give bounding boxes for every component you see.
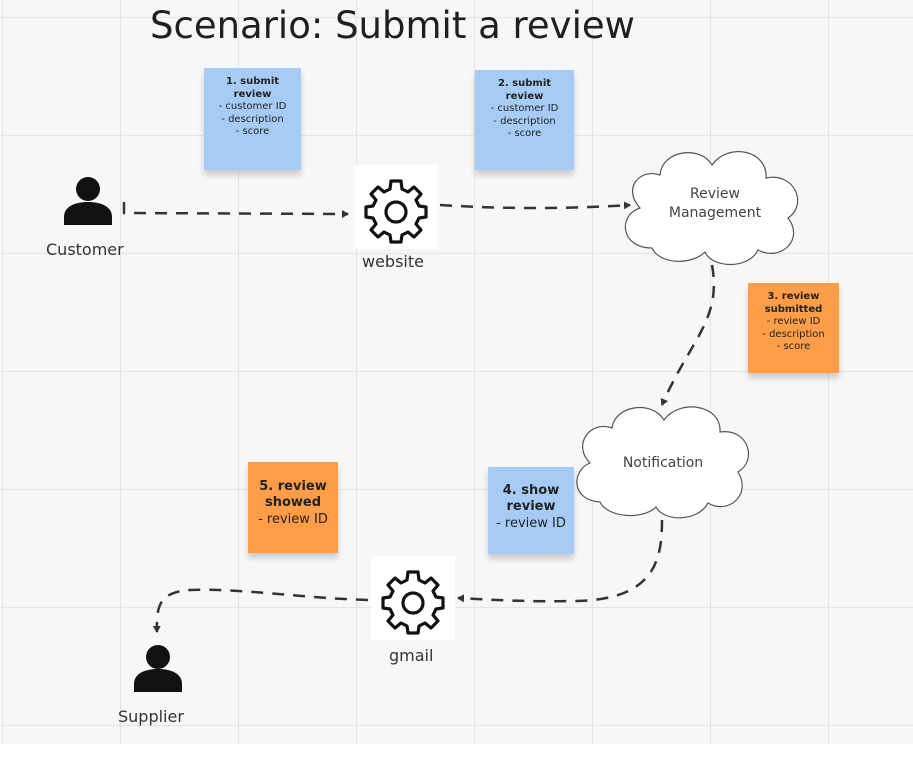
sticky-note-1[interactable]: 1. submit review - customer ID - descrip… [204,68,301,170]
sticky-1-title-line2: review [233,88,272,100]
arrow-website-to-review-management [439,201,631,210]
sticky-2-line: - description [493,115,556,127]
arrow-gmail-to-supplier [152,588,369,633]
website-gear-icon[interactable] [354,165,438,249]
sticky-1-line: - description [221,113,284,125]
website-label: website [362,252,424,271]
sticky-4-title-line2: review [506,499,556,515]
sticky-2-title-line1: 2. submit [497,78,552,89]
sticky-5-line: - review ID [258,511,328,527]
notification-cloud[interactable] [576,406,749,519]
sticky-note-3[interactable]: 3. review submitted - review ID - descri… [748,283,839,373]
gmail-gear-icon[interactable] [371,556,455,640]
sticky-1-line: - score [235,126,270,137]
sticky-4-title-line1: 4. show [502,483,560,498]
sticky-3-title-line2: submitted [764,303,823,315]
review-management-cloud[interactable] [624,150,799,265]
sticky-4-line: - review ID [496,515,566,531]
sticky-3-line: - description [762,328,825,340]
supplier-label: Supplier [118,707,184,726]
sticky-note-5[interactable]: 5. review showed - review ID [248,462,338,553]
arrow-customer-to-website [122,202,349,218]
sticky-2-line: - customer ID [490,103,559,114]
sticky-3-title-line1: 3. review [767,291,820,302]
review-management-label: Review Management [650,185,780,223]
sticky-2-line: - score [507,128,542,139]
sticky-3-line: - score [776,341,811,352]
review-management-label-line2: Management [668,204,762,221]
gmail-label: gmail [389,646,434,665]
sticky-1-line: - customer ID [218,101,287,112]
customer-label: Customer [46,240,124,259]
sticky-3-line: - review ID [766,316,821,327]
sticky-note-2[interactable]: 2. submit review - customer ID - descrip… [475,70,574,170]
arrow-notification-to-gmail [457,519,664,603]
sticky-1-title-line1: 1. submit [225,76,280,87]
arrow-review-management-to-notification [660,264,716,406]
sticky-5-title-line2: showed [264,495,322,511]
notification-label: Notification [622,455,704,471]
sticky-2-title-line2: review [505,90,544,102]
sticky-5-title-line1: 5. review [259,479,327,494]
diagram-title: Scenario: Submit a review [150,4,635,47]
review-management-label-line1: Review [690,186,740,202]
sticky-note-4[interactable]: 4. show review - review ID [488,467,574,554]
